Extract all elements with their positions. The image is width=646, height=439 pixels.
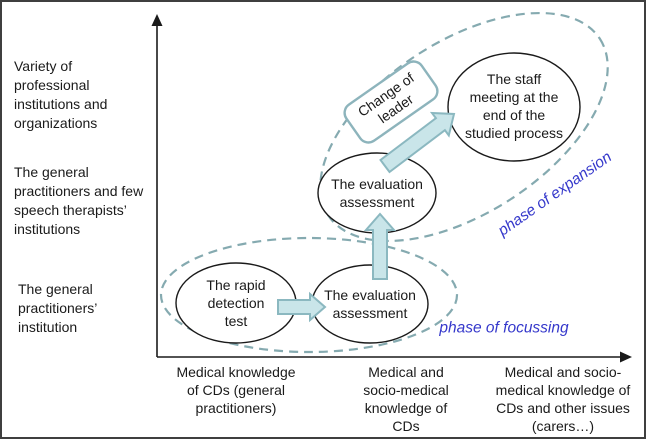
y-axis-arrowhead-icon xyxy=(151,14,163,26)
flow-arrow-rapid-to-evaluation xyxy=(277,291,327,323)
node-label-evaluation-upper: The evaluation assessment xyxy=(331,176,423,210)
node-ellipse-staff-meeting xyxy=(447,52,581,162)
x-axis-label-medical-knowledge: Medical knowledge of CDs (general practi… xyxy=(176,364,296,416)
flow-arrow-evaluation-up xyxy=(363,212,397,280)
change-of-leader-box xyxy=(343,60,439,144)
node-label-rapid-detection: The rapid detection test xyxy=(206,277,266,329)
y-axis-label-variety: Variety of professional institutions and… xyxy=(14,58,108,131)
x-axis-label-socio-medical: Medical and socio-medical knowledge of C… xyxy=(363,364,449,434)
expansion-phase-dashed-ellipse xyxy=(319,11,609,243)
x-axis-arrowhead-icon xyxy=(620,351,632,363)
phase-label-focussing: phase of focussing xyxy=(439,319,569,337)
y-axis-label-gp-speech: The general practitioners and few speech… xyxy=(14,164,144,237)
node-label-staff-meeting: The staff meeting at the end of the stud… xyxy=(464,71,564,141)
node-label-evaluation-lower: The evaluation assessment xyxy=(324,287,416,321)
focussing-phase-dashed-ellipse xyxy=(159,236,459,354)
x-axis-label-other-issues: Medical and socio- medical knowledge of … xyxy=(495,364,631,434)
y-axis-label-gp-institution: The general practitioners’ institution xyxy=(18,281,98,335)
flow-arrow-evaluation-to-staff-meeting xyxy=(379,111,456,174)
